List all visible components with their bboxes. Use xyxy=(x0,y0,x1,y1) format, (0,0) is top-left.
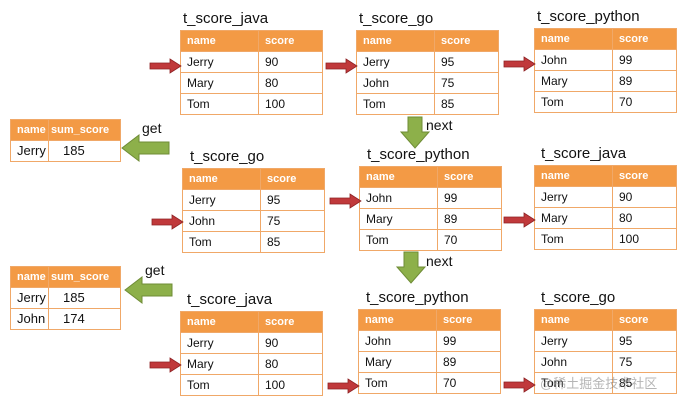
col-header-name: name xyxy=(10,266,49,288)
col-header-score: score xyxy=(437,166,502,188)
col-header-score: score xyxy=(258,311,323,333)
red-pointer-arrow xyxy=(503,56,536,72)
title-go-row3: t_score_go xyxy=(541,289,616,306)
watermark: @稀土掘金技术社区 xyxy=(540,376,658,391)
red-pointer-arrow xyxy=(329,193,362,209)
col-header-name: name xyxy=(534,309,613,331)
get-label: get xyxy=(142,120,162,136)
col-header-name: name xyxy=(180,311,259,333)
col-header-score: score xyxy=(612,309,677,331)
col-header-score: score xyxy=(260,168,325,190)
col-header-name: name xyxy=(359,166,438,188)
col-header-score: score xyxy=(436,309,501,331)
red-pointer-arrow xyxy=(327,378,360,394)
red-pointer-arrow xyxy=(503,377,536,393)
col-header-name: name xyxy=(180,30,259,52)
green-left-arrow xyxy=(121,133,170,163)
red-pointer-arrow xyxy=(149,58,182,74)
col-header-name: name xyxy=(358,309,437,331)
col-header-sum-score: sum_score xyxy=(48,119,121,141)
red-pointer-arrow xyxy=(151,214,184,230)
green-left-arrow xyxy=(124,275,173,305)
col-header-name: name xyxy=(10,119,49,141)
title-go-row2: t_score_go xyxy=(190,148,265,165)
title-java-row3: t_score_java xyxy=(187,291,273,308)
title-go-row1: t_score_go xyxy=(359,10,434,27)
col-header-score: score xyxy=(258,30,323,52)
red-pointer-arrow xyxy=(325,58,358,74)
green-down-arrow xyxy=(395,251,427,284)
red-pointer-arrow xyxy=(503,212,536,228)
col-header-score: score xyxy=(612,28,677,50)
col-header-score: score xyxy=(612,165,677,187)
title-python-row1: t_score_python xyxy=(537,8,640,25)
col-header-name: name xyxy=(182,168,261,190)
title-python-row3: t_score_python xyxy=(366,289,469,306)
title-java-row1: t_score_java xyxy=(183,10,269,27)
get-label: get xyxy=(145,262,165,278)
title-python-row2: t_score_python xyxy=(367,146,470,163)
red-pointer-arrow xyxy=(149,357,182,373)
col-header-sum-score: sum_score xyxy=(48,266,121,288)
green-down-arrow xyxy=(399,116,431,149)
next-label: next xyxy=(426,253,453,269)
col-header-name: name xyxy=(356,30,435,52)
col-header-name: name xyxy=(534,165,613,187)
col-header-name: name xyxy=(534,28,613,50)
title-java-row2: t_score_java xyxy=(541,145,627,162)
col-header-score: score xyxy=(434,30,499,52)
next-label: next xyxy=(426,117,453,133)
